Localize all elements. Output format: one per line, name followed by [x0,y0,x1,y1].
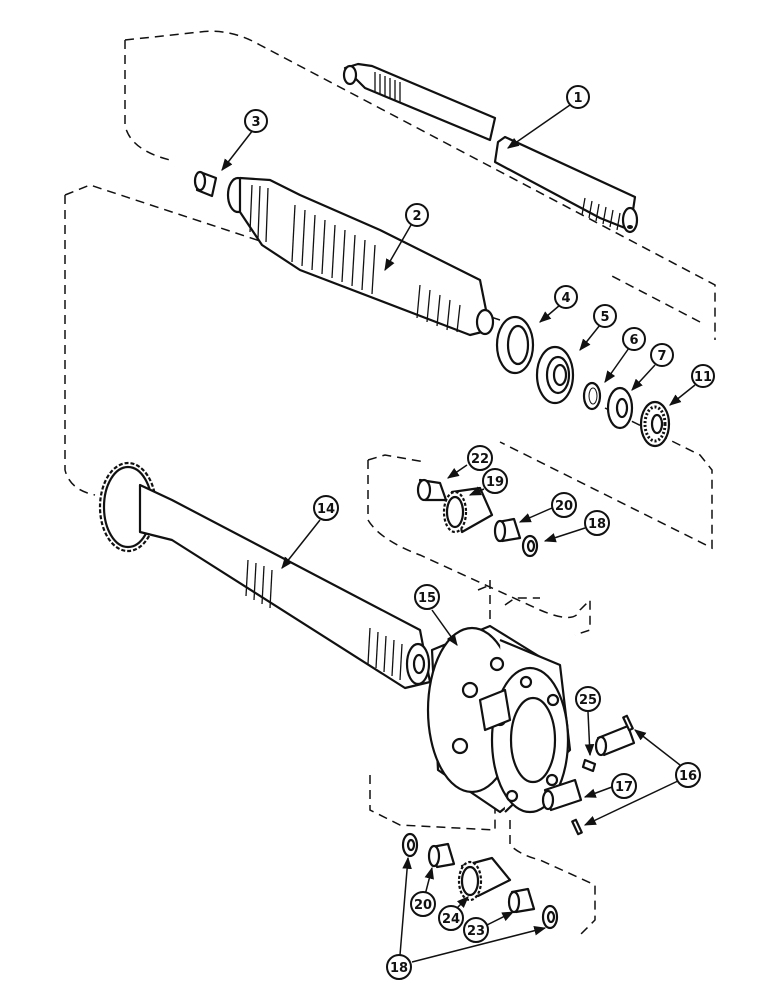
callout-18-upper: 18 [584,510,610,536]
snap-ring-part-6 [582,381,602,411]
assembly-outline-planet-lower [369,775,596,936]
screw-part-25 [581,758,597,773]
planet-gear-part-19 [442,486,494,534]
washer-part-18-upper [521,534,539,558]
callout-11: 11 [691,364,715,388]
callout-24: 24 [438,905,464,931]
bearing-part-5 [535,345,575,405]
callout-22-label: 22 [471,452,489,467]
callout-18-lower-label: 18 [390,961,408,976]
callout-20-upper: 20 [551,492,577,518]
callout-7-label: 7 [657,349,666,364]
callout-25: 25 [575,686,601,712]
input-shaft-part-1 [342,62,639,234]
callout-18-lower: 18 [386,954,412,980]
main-shaft-part-2 [226,176,495,337]
callout-1: 1 [566,85,590,109]
retainer-part-4 [495,315,535,375]
callout-23-label: 23 [467,924,485,939]
output-shaft-part-14 [98,461,432,690]
callout-3-label: 3 [251,115,260,130]
callout-5: 5 [593,304,617,328]
callout-6: 6 [622,327,646,351]
pin-part-17-upper [594,724,636,757]
needle-bearing-part-20-lower [427,842,456,869]
callout-19-label: 19 [486,475,504,490]
callout-7: 7 [650,343,674,367]
callout-20-lower-label: 20 [414,898,432,913]
callout-20-upper-label: 20 [555,499,573,514]
planet-gear-part-24 [457,856,512,902]
callout-5-label: 5 [600,310,609,325]
roll-pin-part-16-lower [571,818,583,836]
leader-lines [221,104,696,963]
callout-25-label: 25 [579,693,597,708]
washer-part-18-lower-left [401,832,419,858]
assembly-outline-main [64,184,713,550]
callout-19: 19 [482,468,508,494]
roll-pin-part-16-upper [622,714,634,732]
callout-17-label: 17 [615,780,633,795]
callout-18-upper-label: 18 [588,517,606,532]
callout-23: 23 [463,917,489,943]
needle-bearing-part-20-upper [493,517,522,543]
callout-6-label: 6 [629,333,638,348]
callout-20-lower: 20 [410,891,436,917]
needle-bearing-part-23 [507,887,536,914]
callout-2: 2 [405,203,429,227]
assembly-outline-carrier-left [477,580,491,625]
assembly-outline-upper [124,30,716,340]
callout-1-label: 1 [573,91,582,106]
callout-24-label: 24 [442,912,460,927]
thrust-bearing-part-11 [639,400,671,448]
assembly-outline-carrier-right [504,597,540,606]
callout-16: 16 [675,762,701,788]
callout-15: 15 [414,584,440,610]
callout-3: 3 [244,109,268,133]
callout-4: 4 [554,285,578,309]
washer-part-7 [606,386,634,430]
callout-14: 14 [313,495,339,521]
assembly-outline-planet-upper [367,454,591,636]
callout-11-label: 11 [694,370,712,385]
bushing-part-3 [193,170,218,198]
planet-carrier-part-15 [426,624,572,814]
callout-2-label: 2 [412,209,421,224]
bushing-part-22 [416,478,448,502]
callout-15-label: 15 [418,591,436,606]
pin-part-17-lower [541,778,583,812]
callout-14-label: 14 [317,502,335,517]
callout-17: 17 [611,773,637,799]
callout-16-label: 16 [679,769,697,784]
washer-part-18-lower-right [541,904,559,930]
callout-22: 22 [467,445,493,471]
callout-4-label: 4 [561,291,570,306]
